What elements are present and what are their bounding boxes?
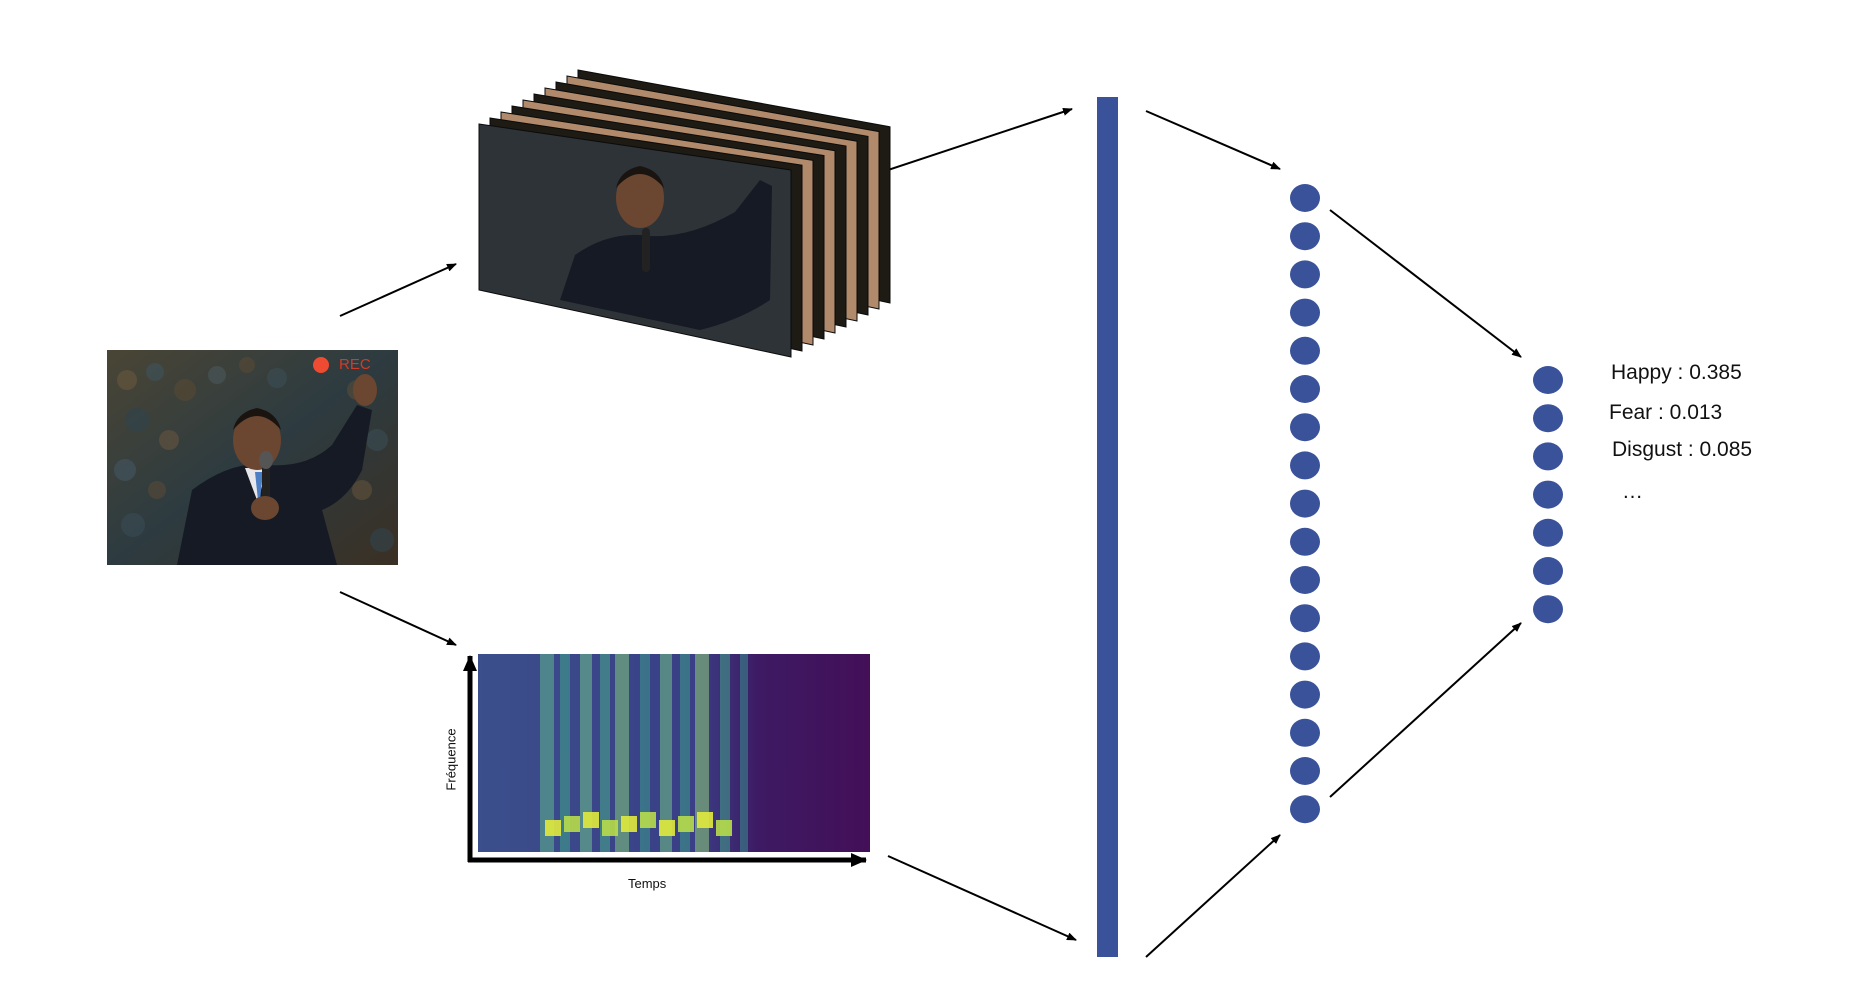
source-video-frame: REC	[107, 350, 398, 565]
arrow-spectrogram-to-fusion	[887, 855, 1077, 941]
spectrogram-band	[660, 654, 672, 852]
arrow-fusion-to-hidden-top	[1145, 110, 1281, 170]
spectrogram-band	[560, 654, 570, 852]
speaker-photo	[107, 350, 398, 565]
spectrogram-band	[580, 654, 592, 852]
hidden-node	[1290, 718, 1320, 747]
rec-label: REC	[339, 356, 371, 373]
prediction-happy: Happy : 0.385	[1611, 361, 1742, 384]
spectrogram-band	[640, 654, 650, 852]
spectrogram-band	[720, 654, 730, 852]
spectrogram-band	[695, 654, 709, 852]
hidden-node	[1290, 680, 1320, 709]
hidden-node	[1290, 604, 1320, 633]
output-node	[1533, 518, 1563, 547]
spectrogram-band	[680, 654, 690, 852]
prediction-fear: Fear : 0.013	[1609, 401, 1723, 424]
arrow-hidden-to-output-bottom	[1329, 622, 1522, 798]
output-layer	[1533, 366, 1563, 624]
spectrogram-energy-peak	[697, 812, 713, 828]
hidden-node	[1290, 375, 1320, 403]
spectrogram-energy-peak	[640, 812, 656, 828]
spectrogram-band	[540, 654, 554, 852]
rec-indicator-icon	[313, 357, 329, 373]
output-node	[1533, 595, 1563, 624]
arrow-frames-to-fusion	[881, 108, 1073, 173]
arrow-hidden-to-output-top	[1329, 209, 1522, 358]
hidden-node	[1290, 795, 1320, 824]
output-node	[1533, 404, 1563, 433]
spectrogram-energy-peak	[659, 820, 675, 836]
spectrogram-energy-peak	[602, 820, 618, 836]
hidden-node	[1290, 222, 1320, 251]
spectrogram-energy-peak	[716, 820, 732, 836]
hidden-node	[1290, 757, 1320, 785]
spectrogram-energy-peak	[583, 812, 599, 828]
arrow-video-to-frames	[339, 263, 457, 317]
spectrogram-band	[615, 654, 629, 852]
arrow-video-to-spectrogram	[339, 591, 457, 646]
spectrogram	[463, 654, 870, 867]
hidden-node	[1290, 489, 1320, 518]
spectrogram-x-axis-label: Temps	[628, 876, 667, 891]
speaker-head	[616, 168, 664, 228]
output-node	[1533, 557, 1563, 585]
hidden-node	[1290, 527, 1320, 556]
hidden-node	[1290, 298, 1320, 327]
hidden-node	[1290, 184, 1320, 212]
prediction-disgust: Disgust : 0.085	[1612, 438, 1753, 461]
speaker-suit	[560, 180, 772, 330]
speaker-hair	[616, 166, 664, 188]
spectrogram-energy-peak	[564, 816, 580, 832]
spectrogram-energy-peak	[545, 820, 561, 836]
fusion-layer-bar	[1097, 97, 1118, 957]
output-node	[1533, 442, 1563, 471]
spectrogram-energy-peak	[678, 816, 694, 832]
hidden-layer	[1290, 184, 1320, 824]
prediction-ellipsis: …	[1622, 480, 1643, 503]
spectrogram-y-axis-label: Fréquence	[443, 728, 459, 791]
spectrogram-band	[600, 654, 610, 852]
hidden-node	[1290, 642, 1320, 671]
output-node	[1533, 480, 1563, 509]
spectrogram-energy-peak	[621, 816, 637, 832]
hidden-node	[1290, 451, 1320, 480]
arrow-fusion-to-hidden-bottom	[1145, 834, 1281, 958]
hidden-node	[1290, 413, 1320, 442]
microphone	[642, 228, 650, 272]
hidden-node	[1290, 566, 1320, 594]
spectrogram-bands	[540, 654, 748, 852]
output-node	[1533, 366, 1563, 394]
hidden-node	[1290, 336, 1320, 365]
video-frames-stack	[478, 69, 891, 358]
hidden-node	[1290, 260, 1320, 289]
spectrogram-band	[740, 654, 748, 852]
